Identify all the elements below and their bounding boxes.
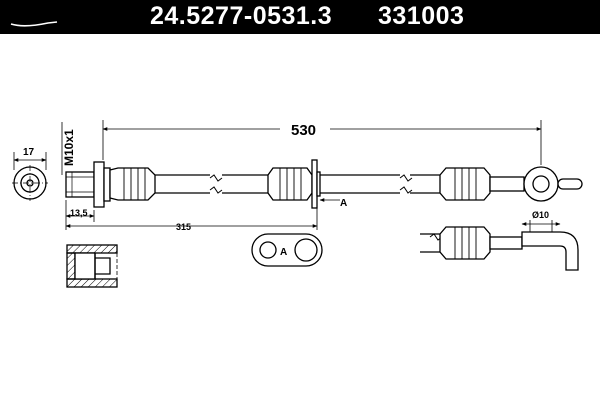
ate-logo: Ate — [10, 6, 58, 27]
middle-fitting — [267, 159, 321, 209]
right-fitting — [439, 166, 583, 202]
total-length-label: 530 — [291, 122, 316, 139]
logo-text: Ate — [11, 6, 41, 26]
detail-a-label: A — [280, 247, 287, 258]
total-length-dimension — [102, 120, 542, 165]
header-bar: Ate 24.5277-0531.3 331003 — [0, 0, 600, 34]
hex-length-dimension — [65, 200, 95, 222]
fitting-width-label: 17 — [23, 147, 35, 158]
end-diameter-label: Ø10 — [532, 210, 549, 220]
left-fitting — [65, 161, 156, 208]
fitting-section-view — [66, 244, 118, 288]
bracket-offset-label: 315 — [176, 222, 191, 232]
fitting-end-view — [12, 152, 48, 201]
reference-number: 331003 — [378, 2, 465, 30]
brake-hose — [155, 174, 440, 194]
alternate-end-fitting — [420, 226, 579, 271]
technical-drawing: 17 M10x1 530 — [12, 120, 583, 288]
thread-size-label: M10x1 — [62, 129, 76, 166]
bracket-offset-dimension — [65, 205, 318, 230]
section-a-label: A — [340, 198, 347, 209]
hex-length-label: 13,5 — [70, 208, 88, 218]
end-diameter-dimension — [521, 220, 561, 232]
bracket-detail-a — [251, 233, 323, 267]
part-number: 24.5277-0531.3 — [150, 2, 333, 30]
